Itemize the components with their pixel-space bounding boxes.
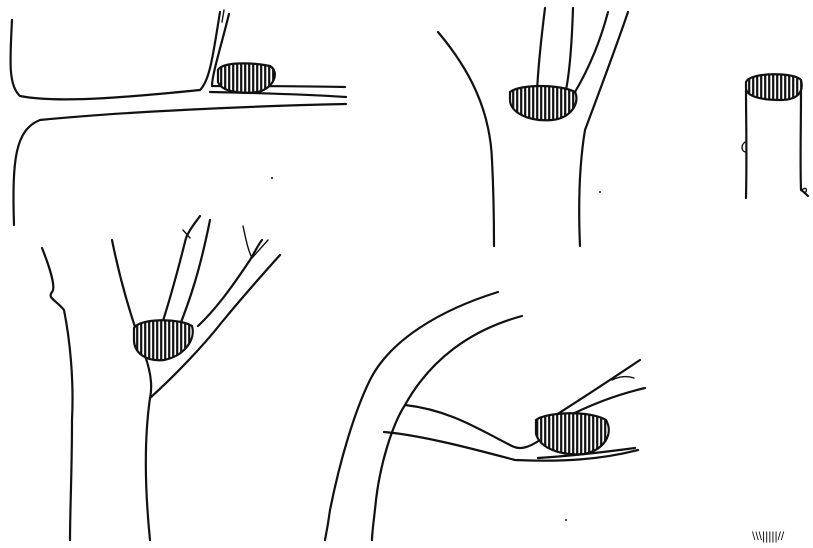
scale-mark: \\\|||||// bbox=[752, 529, 785, 543]
gall bbox=[134, 320, 193, 360]
panel-5 bbox=[325, 292, 645, 540]
panel-4 bbox=[42, 216, 280, 540]
gall bbox=[218, 63, 275, 92]
panel-1 bbox=[10, 10, 346, 225]
gall bbox=[536, 413, 609, 454]
panel-3 bbox=[742, 74, 808, 198]
gall bbox=[746, 74, 802, 100]
panel-2 bbox=[438, 8, 628, 246]
gall bbox=[510, 86, 576, 120]
